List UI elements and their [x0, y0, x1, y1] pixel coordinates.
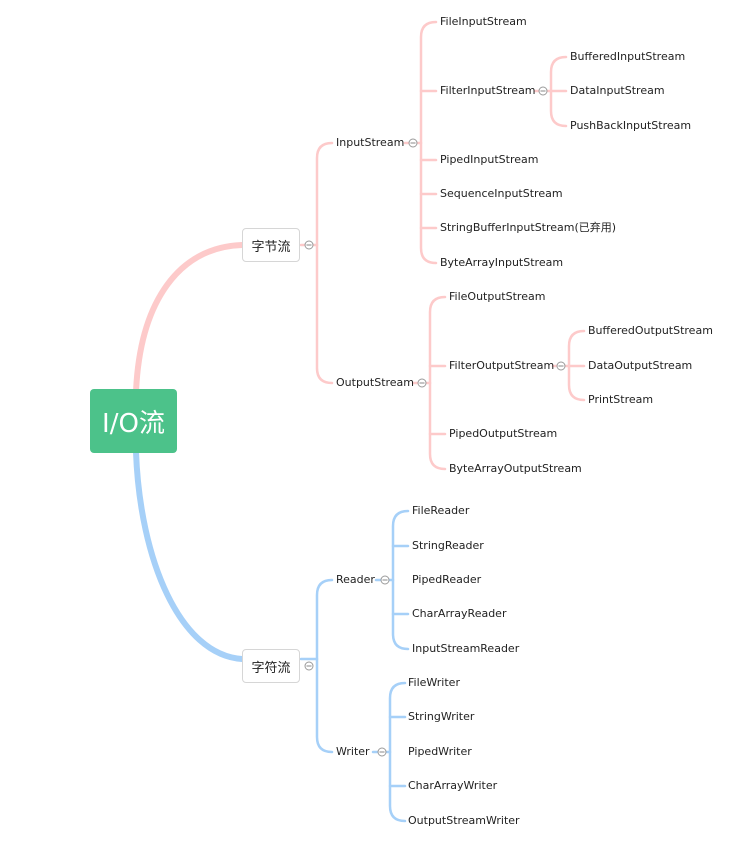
node-printstream[interactable]: PrintStream	[588, 393, 654, 406]
collapse-outputstream-icon[interactable]	[417, 378, 427, 388]
collapse-filteroutputstream-icon[interactable]	[556, 361, 566, 371]
node-bufferedinputstream[interactable]: BufferedInputStream	[570, 50, 686, 63]
node-fileoutputstream[interactable]: FileOutputStream	[449, 290, 546, 303]
collapse-filterinputstream-icon[interactable]	[538, 86, 548, 96]
node-byte-stream[interactable]: 字节流	[242, 228, 300, 262]
node-pipedinputstream[interactable]: PipedInputStream	[440, 153, 539, 166]
node-reader[interactable]: Reader	[336, 573, 375, 586]
root-node[interactable]: I/O流	[90, 389, 177, 453]
node-writer[interactable]: Writer	[336, 745, 370, 758]
node-filterinputstream[interactable]: FilterInputStream	[440, 84, 536, 97]
node-outputstreamwriter[interactable]: OutputStreamWriter	[408, 814, 520, 827]
node-stringbufferinputstream[interactable]: StringBufferInputStream(已弃用)	[440, 221, 617, 234]
node-filteroutputstream[interactable]: FilterOutputStream	[449, 359, 555, 372]
node-stringreader[interactable]: StringReader	[412, 539, 484, 552]
node-dataoutputstream[interactable]: DataOutputStream	[588, 359, 693, 372]
reader-children-connector	[374, 509, 410, 651]
node-inputstreamreader[interactable]: InputStreamReader	[412, 642, 520, 655]
node-fileinputstream[interactable]: FileInputStream	[440, 15, 527, 28]
node-filereader[interactable]: FileReader	[412, 504, 470, 517]
node-datainputstream[interactable]: DataInputStream	[570, 84, 665, 97]
node-chararrayreader[interactable]: CharArrayReader	[412, 607, 507, 620]
node-bufferedoutputstream[interactable]: BufferedOutputStream	[588, 324, 713, 337]
node-filewriter[interactable]: FileWriter	[408, 676, 460, 689]
collapse-byte-stream-icon[interactable]	[304, 240, 314, 250]
node-inputstream[interactable]: InputStream	[336, 136, 405, 149]
node-pipedreader[interactable]: PipedReader	[412, 573, 482, 586]
branch-root-to-byte	[133, 242, 245, 395]
branch-root-to-char	[133, 449, 245, 662]
node-bytearrayinputstream[interactable]: ByteArrayInputStream	[440, 256, 564, 269]
collapse-char-stream-icon[interactable]	[304, 661, 314, 671]
collapse-inputstream-icon[interactable]	[408, 138, 418, 148]
node-char-stream[interactable]: 字符流	[242, 649, 300, 683]
char-level2-connector	[299, 578, 334, 754]
node-pipedwriter[interactable]: PipedWriter	[408, 745, 472, 758]
node-stringwriter[interactable]: StringWriter	[408, 710, 475, 723]
node-outputstream[interactable]: OutputStream	[336, 376, 415, 389]
byte-level2-connector	[299, 141, 334, 385]
node-pipedoutputstream[interactable]: PipedOutputStream	[449, 427, 558, 440]
collapse-writer-icon[interactable]	[377, 747, 387, 757]
node-bytearrayoutputstream[interactable]: ByteArrayOutputStream	[449, 462, 582, 475]
collapse-reader-icon[interactable]	[380, 575, 390, 585]
node-sequenceinputstream[interactable]: SequenceInputStream	[440, 187, 563, 200]
node-chararraywriter[interactable]: CharArrayWriter	[408, 779, 498, 792]
node-pushbackinputstream[interactable]: PushBackInputStream	[570, 119, 692, 132]
